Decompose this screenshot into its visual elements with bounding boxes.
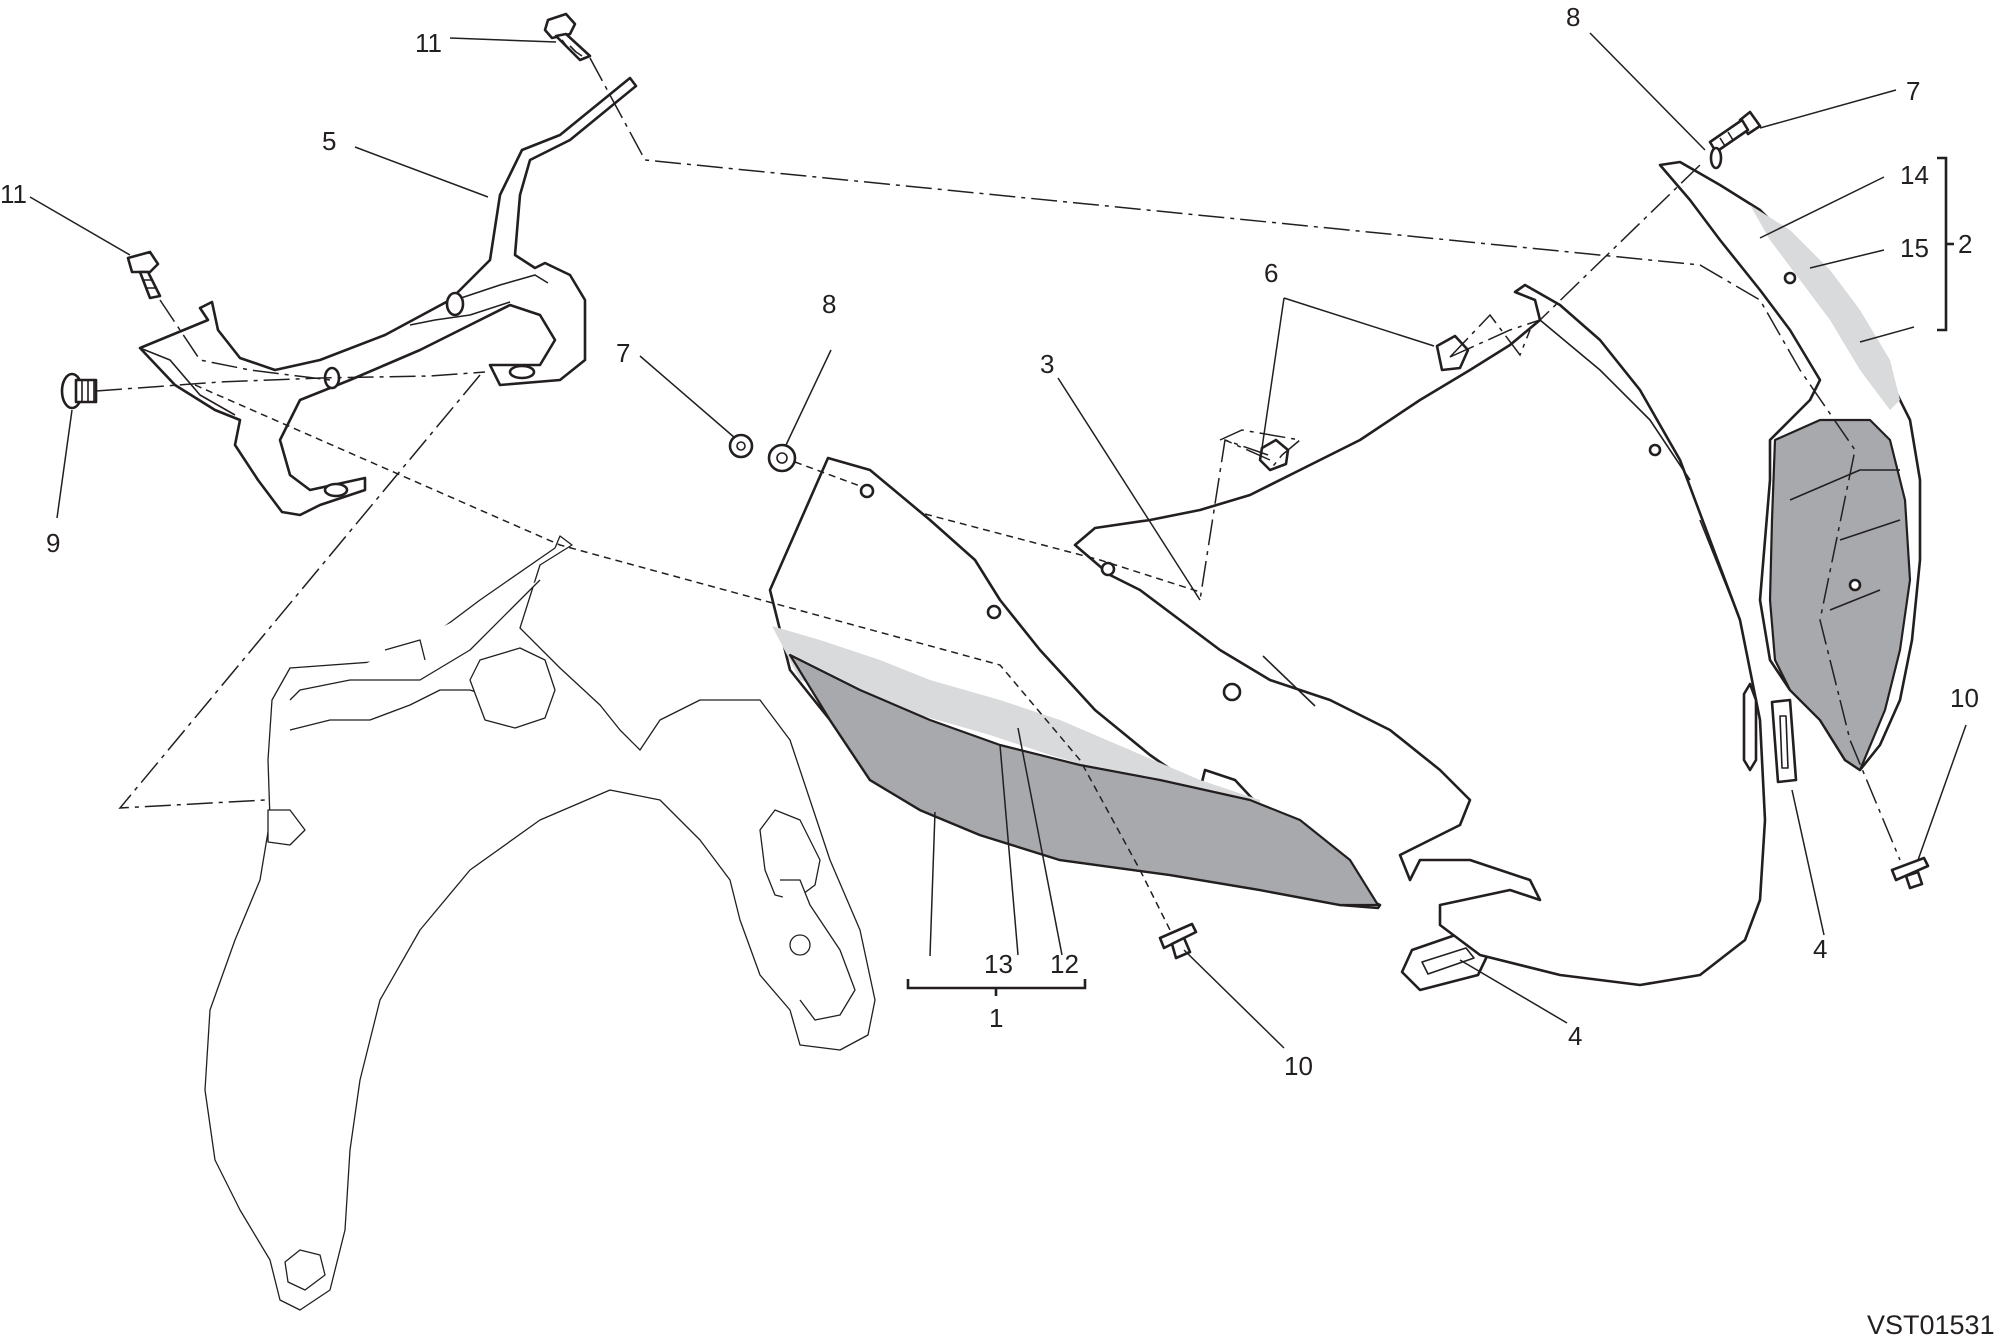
callout-6: 6 [1264,258,1278,288]
grommet-6-lower [1258,438,1290,472]
callout-8-left: 8 [822,289,836,319]
assembly-lines [95,57,1901,931]
washer-8-right [1709,146,1723,170]
drawing-code: VST01531 [1867,1310,1995,1340]
callout-10-center: 10 [1284,1051,1313,1081]
callout-4-center: 4 [1568,1021,1582,1051]
leader-lines [29,32,1967,1049]
callout-brace-1 [906,979,1087,996]
side-fairing-panel [768,456,1382,910]
callout-11-top: 11 [415,28,442,58]
screw-11-left [126,250,162,300]
headlight-housing-ghost [204,535,876,1311]
callout-15: 15 [1900,233,1929,263]
front-fairing-shell [1073,283,1767,987]
callout-13: 13 [984,949,1013,979]
washer-8-left [767,443,797,473]
callout-9: 9 [46,528,60,558]
windscreen-panel [1658,160,1922,772]
mounting-bracket [138,76,638,517]
callout-labels: 1 2 3 4 4 5 6 7 7 8 8 9 10 10 11 11 12 1… [0,2,1979,1081]
callout-11-left: 11 [0,179,27,209]
callout-3: 3 [1040,349,1054,379]
callout-14: 14 [1900,160,1929,190]
callout-2: 2 [1958,229,1972,259]
callout-brace-2 [1937,156,1954,332]
rubber-pad-4-right [1770,698,1798,784]
callout-5: 5 [322,126,336,156]
callout-4-right: 4 [1813,934,1827,964]
callout-1: 1 [989,1003,1003,1033]
callout-12: 12 [1050,949,1079,979]
nut-7-left [728,433,754,459]
callout-10-right: 10 [1950,683,1979,713]
screw-7-right [1708,110,1762,154]
clip-10-right [1890,856,1930,890]
callout-8-right: 8 [1566,2,1580,32]
callout-7-right: 7 [1906,76,1920,106]
clip-10-center [1158,922,1198,960]
grommet-6-upper [1435,334,1470,372]
callout-7-left: 7 [616,338,630,368]
screw-9 [60,372,98,410]
screw-11-top [543,12,592,62]
